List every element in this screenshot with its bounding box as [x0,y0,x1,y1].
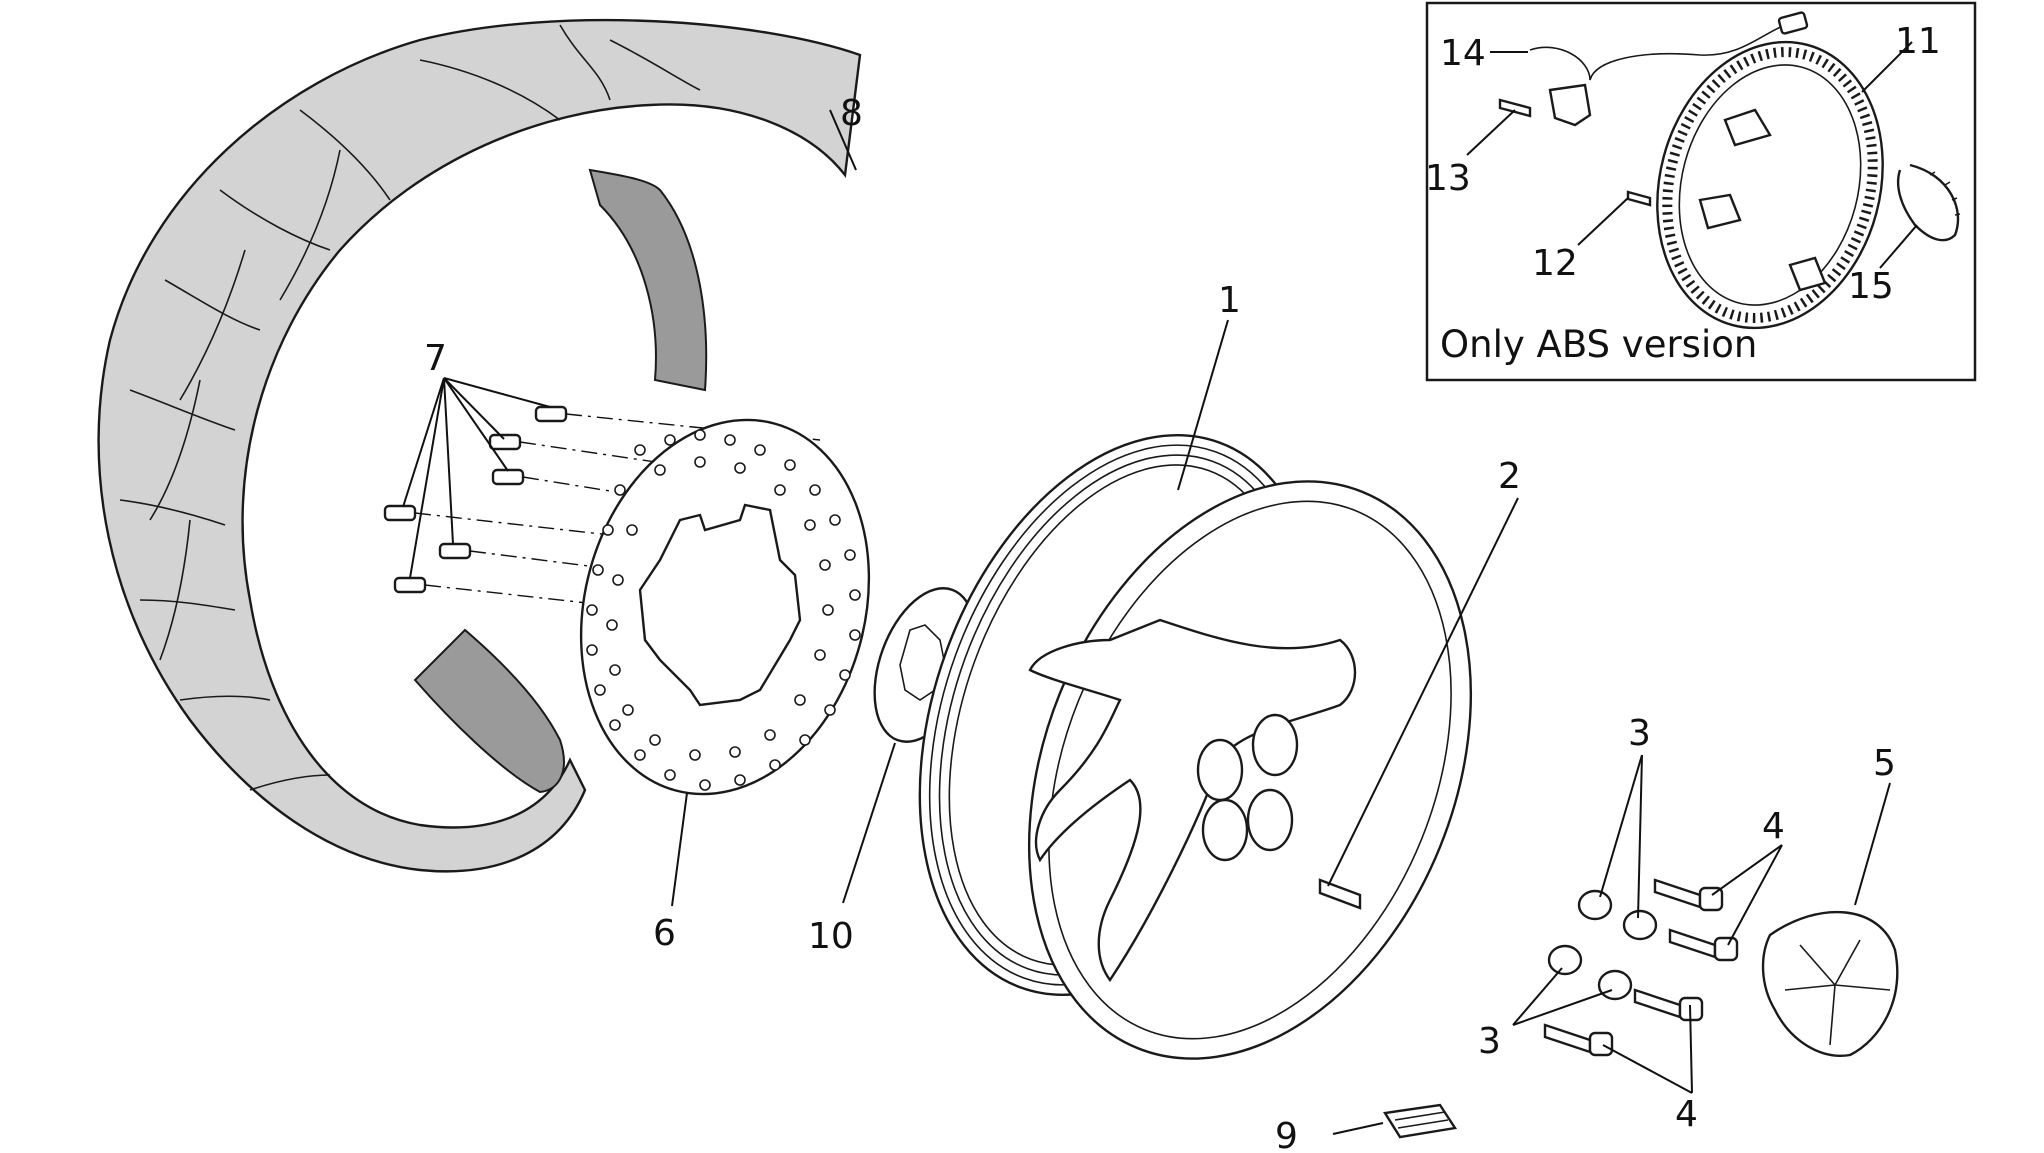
disc-holes [586,429,861,791]
callout-9: 9 [1275,1116,1298,1153]
callout-12: 12 [1532,243,1578,284]
callout-13: 13 [1425,158,1471,199]
inset-caption: Only ABS version [1440,323,1757,366]
callout-14: 14 [1440,33,1486,74]
screws [1543,878,1739,1057]
callout-11: 11 [1895,21,1941,62]
hub-stud [1318,878,1362,910]
callout-15: 15 [1848,266,1894,307]
callout-4-bottom: 4 [1675,1094,1698,1135]
callout-6: 6 [653,913,676,954]
abs-inset [1425,1,1977,382]
hub-cover [1761,910,1899,1057]
tyre [97,18,862,873]
clip-teeth [1929,171,1961,216]
leader-lines [402,109,1891,1135]
callout-10: 10 [808,916,854,957]
brake-disc [579,418,871,796]
callout-3-bottom: 3 [1478,1021,1501,1062]
tyre-valve [1383,1103,1458,1139]
callout-1: 1 [1218,280,1241,321]
wheel-rim [918,434,1473,1060]
callout-5: 5 [1873,743,1896,784]
callout-8: 8 [840,93,863,134]
callout-3-top: 3 [1628,713,1651,754]
callouts: 1 2 3 3 4 4 5 6 7 8 9 10 11 12 13 14 15 … [424,21,1941,1153]
callout-2: 2 [1498,456,1521,497]
callout-7: 7 [424,338,447,379]
callout-4-top: 4 [1762,806,1785,847]
washers [1547,889,1658,1001]
